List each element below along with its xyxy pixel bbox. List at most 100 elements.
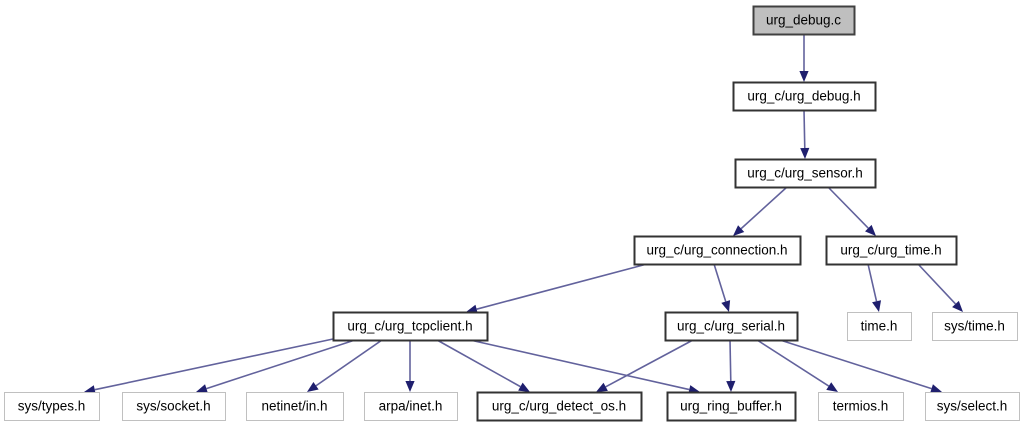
node-label: time.h [861, 319, 898, 334]
node-box[interactable] [476, 391, 643, 422]
edge-urg_sensor_h-to-urg_time_h [827, 186, 876, 236]
node-label: urg_c/urg_sensor.h [747, 166, 863, 181]
node-box[interactable] [925, 392, 1020, 421]
node-box[interactable] [4, 392, 100, 421]
node-box[interactable] [246, 392, 344, 421]
edge-line [436, 339, 521, 388]
arrowhead-icon [865, 224, 876, 236]
edge-line [756, 339, 830, 387]
graph-node-netinet_in_h[interactable]: netinet/in.h [246, 392, 344, 421]
node-label: urg_c/urg_serial.h [677, 319, 785, 334]
edge-urg_serial_h-to-termios_h [756, 339, 838, 392]
arrowhead-icon [307, 381, 319, 392]
node-label: sys/types.h [18, 399, 86, 414]
node-box[interactable] [122, 392, 226, 421]
graph-node-urg_debug_c[interactable]: urg_debug.c [752, 5, 856, 36]
edge-urg_connection_h-to-urg_tcpclient_h [466, 263, 648, 314]
graph-node-urg_detect_os_h[interactable]: urg_c/urg_detect_os.h [476, 391, 643, 422]
node-label: sys/time.h [944, 319, 1005, 334]
arrowhead-icon [799, 71, 809, 82]
node-label: urg_c/urg_tcpclient.h [347, 319, 472, 334]
graph-node-sys_time_h[interactable]: sys/time.h [932, 312, 1018, 341]
arrowhead-icon [872, 300, 882, 312]
arrowhead-icon [405, 381, 415, 392]
edge-line [827, 186, 869, 229]
edge-urg_debug_h-to-urg_sensor_h [800, 109, 810, 159]
node-box[interactable] [664, 311, 799, 342]
edge-line [315, 339, 383, 387]
edge-line [605, 339, 694, 388]
edge-layer [84, 34, 963, 395]
node-label: urg_ring_buffer.h [680, 399, 782, 414]
node-label: termios.h [833, 399, 889, 414]
node-box[interactable] [364, 392, 458, 421]
graph-node-urg_tcpclient_h[interactable]: urg_c/urg_tcpclient.h [332, 311, 489, 342]
edge-urg_time_h-to-time_h [867, 263, 882, 312]
arrowhead-icon [800, 147, 810, 159]
edge-urg_serial_h-to-urg_ring_buffer_h [726, 339, 736, 392]
node-box[interactable] [732, 81, 877, 112]
edge-urg_tcpclient_h-to-sys_socket_h [196, 339, 356, 393]
node-box[interactable] [666, 391, 797, 422]
graph-node-urg_serial_h[interactable]: urg_c/urg_serial.h [664, 311, 799, 342]
node-box[interactable] [847, 312, 912, 341]
edge-urg_debug_c-to-urg_debug_h [799, 34, 809, 82]
node-box[interactable] [932, 312, 1018, 341]
arrowhead-icon [733, 225, 745, 236]
graph-node-urg_ring_buffer_h[interactable]: urg_ring_buffer.h [666, 391, 797, 422]
node-label: urg_c/urg_debug.h [747, 89, 860, 104]
graph-node-urg_debug_h[interactable]: urg_c/urg_debug.h [732, 81, 877, 112]
node-box[interactable] [332, 311, 489, 342]
edge-urg_tcpclient_h-to-netinet_in_h [307, 339, 383, 392]
graph-node-arpa_inet_h[interactable]: arpa/inet.h [364, 392, 458, 421]
edge-urg_tcpclient_h-to-arpa_inet_h [405, 340, 415, 392]
edge-line [779, 339, 932, 390]
graph-node-time_h[interactable]: time.h [847, 312, 912, 341]
graph-node-urg_sensor_h[interactable]: urg_c/urg_sensor.h [734, 158, 877, 189]
node-label: sys/socket.h [136, 399, 210, 414]
arrowhead-icon [466, 304, 478, 314]
edge-urg_connection_h-to-urg_serial_h [713, 263, 731, 312]
node-label: urg_c/urg_detect_os.h [492, 399, 626, 414]
graph-node-sys_types_h[interactable]: sys/types.h [4, 392, 100, 421]
node-box[interactable] [734, 158, 877, 189]
edge-urg_tcpclient_h-to-sys_types_h [84, 338, 334, 395]
node-layer: urg_debug.c urg_c/urg_debug.h urg_c/urg_se… [4, 5, 1020, 422]
graph-node-urg_connection_h[interactable]: urg_c/urg_connection.h [633, 235, 802, 266]
graph-node-termios_h[interactable]: termios.h [818, 392, 904, 421]
arrowhead-icon [826, 382, 838, 392]
edge-line [94, 338, 334, 391]
node-box[interactable] [752, 5, 856, 36]
edge-line [713, 263, 727, 302]
edge-urg_tcpclient_h-to-urg_ring_buffer_h [469, 339, 700, 395]
arrowhead-icon [196, 384, 208, 393]
edge-line [803, 109, 806, 149]
arrowhead-icon [518, 382, 530, 392]
edge-line [476, 263, 648, 310]
arrowhead-icon [596, 382, 608, 392]
node-box[interactable] [633, 235, 802, 266]
edge-line [729, 339, 732, 382]
graph-node-sys_socket_h[interactable]: sys/socket.h [122, 392, 226, 421]
node-label: netinet/in.h [261, 399, 327, 414]
graph-node-sys_select_h[interactable]: sys/select.h [925, 392, 1020, 421]
edge-line [867, 263, 878, 302]
graph-node-urg_time_h[interactable]: urg_c/urg_time.h [825, 235, 958, 266]
arrowhead-icon [84, 385, 96, 395]
arrowhead-icon [721, 300, 731, 312]
edge-line [740, 186, 788, 230]
arrowhead-icon [726, 380, 736, 392]
edge-urg_time_h-to-sys_time_h [917, 263, 963, 312]
edge-line [206, 339, 356, 390]
node-label: urg_c/urg_connection.h [646, 243, 787, 258]
node-box[interactable] [825, 235, 958, 266]
edge-urg_serial_h-to-sys_select_h [779, 339, 942, 394]
node-label: urg_debug.c [766, 13, 841, 28]
arrowhead-icon [952, 300, 963, 312]
node-box[interactable] [818, 392, 904, 421]
arrowhead-icon [930, 384, 942, 394]
edge-line [917, 263, 957, 305]
edge-line [469, 339, 690, 391]
